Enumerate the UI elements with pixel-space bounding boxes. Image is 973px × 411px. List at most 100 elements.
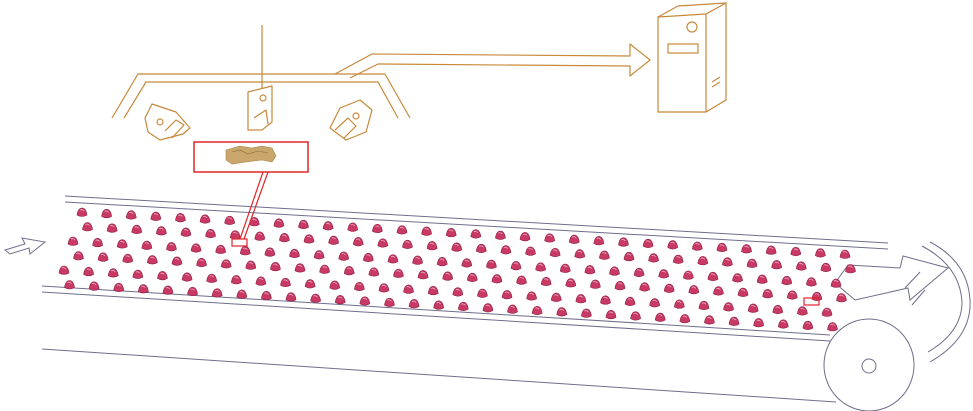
belt-item — [113, 282, 125, 293]
belt-item — [67, 236, 79, 246]
belt-item — [88, 281, 100, 291]
belt-item — [289, 248, 300, 258]
belt-item — [457, 301, 469, 311]
belt-item — [477, 288, 488, 298]
rig-frame-inner — [123, 81, 399, 119]
belt-item — [403, 284, 414, 294]
belt-item — [565, 278, 577, 288]
belt-item — [328, 235, 339, 245]
belt-item — [556, 307, 568, 317]
belt-item — [254, 231, 266, 241]
belt-item — [451, 242, 463, 252]
belt-item — [746, 258, 758, 268]
belt-item — [672, 254, 684, 264]
belt-item — [845, 264, 856, 274]
belt-item — [707, 271, 719, 282]
belt-item — [781, 275, 793, 286]
belt-item — [162, 285, 174, 295]
belt-item — [698, 300, 710, 311]
belt-item — [236, 289, 248, 299]
belt-item — [593, 236, 605, 246]
belt-item — [544, 233, 555, 243]
belt-item — [600, 295, 611, 305]
belt-item — [811, 291, 823, 301]
belt-item — [716, 242, 728, 253]
belt-item — [82, 222, 93, 232]
belt-item — [245, 260, 257, 270]
belt-item — [491, 274, 503, 284]
belt-item — [196, 257, 207, 268]
belt-item — [359, 296, 371, 306]
belt-back-curve — [929, 241, 971, 363]
belt-item — [175, 213, 186, 223]
belt-hatch — [911, 289, 926, 306]
belt-item — [215, 244, 227, 254]
zoomed-defect-image — [225, 145, 277, 165]
belt-item — [802, 320, 814, 330]
belt-item — [704, 315, 715, 325]
belt-item — [673, 299, 685, 309]
belt-item — [150, 211, 162, 221]
left-camera-icon — [144, 103, 191, 141]
belt-item — [728, 316, 740, 326]
belt-item — [691, 241, 703, 251]
belt-item — [830, 278, 842, 288]
belt-item — [76, 207, 88, 217]
belt-item — [166, 242, 177, 252]
belt-item — [352, 237, 364, 247]
belt-item — [157, 271, 168, 281]
belt-item — [486, 259, 497, 269]
belt-item — [722, 257, 733, 267]
belt-item — [507, 304, 518, 314]
belt-item — [618, 237, 629, 247]
belt-item — [116, 239, 128, 249]
center-camera-icon — [247, 85, 273, 131]
belt-item — [138, 284, 149, 294]
belt-item — [642, 238, 654, 248]
belt-item — [679, 314, 691, 324]
belt-item — [156, 226, 167, 236]
power-button-icon — [686, 21, 698, 33]
belt-item — [623, 252, 635, 262]
belt-item — [408, 299, 420, 309]
belt-item — [294, 263, 306, 273]
belt-item — [461, 258, 473, 268]
belt-item — [688, 285, 700, 295]
belt-item — [64, 280, 75, 290]
belt-item — [239, 246, 251, 256]
belt-back-curve-inner — [921, 245, 963, 353]
belt-item — [839, 249, 851, 259]
belt-item — [786, 290, 798, 300]
belt-item — [756, 274, 768, 284]
belt-item — [836, 293, 847, 303]
belt-item — [92, 238, 103, 248]
belt-item — [765, 245, 777, 255]
belt-item — [466, 272, 478, 282]
belt-item — [329, 280, 341, 290]
belt-item — [372, 223, 383, 234]
belt-item — [633, 267, 645, 277]
belt-underside — [41, 348, 837, 403]
belt-item — [384, 297, 395, 307]
belt-item — [343, 266, 355, 276]
belt-item — [396, 225, 408, 235]
belt-item — [377, 238, 389, 248]
belt-item — [753, 318, 764, 328]
belt-item — [559, 263, 571, 273]
belt-item — [452, 287, 464, 297]
belt-item — [101, 209, 112, 219]
right-camera-icon — [329, 99, 373, 141]
belt-item — [654, 312, 666, 322]
belt-item — [417, 270, 429, 280]
belt-item — [402, 239, 413, 249]
belt-item — [273, 218, 285, 228]
belt-roller — [823, 318, 915, 411]
belt-item — [516, 275, 527, 285]
belt-front-edge-inner — [41, 291, 831, 342]
belt-item — [255, 276, 267, 286]
belt-item — [334, 295, 346, 305]
belt-item — [590, 279, 601, 289]
belt-item — [211, 288, 223, 298]
belt-item — [525, 246, 536, 256]
